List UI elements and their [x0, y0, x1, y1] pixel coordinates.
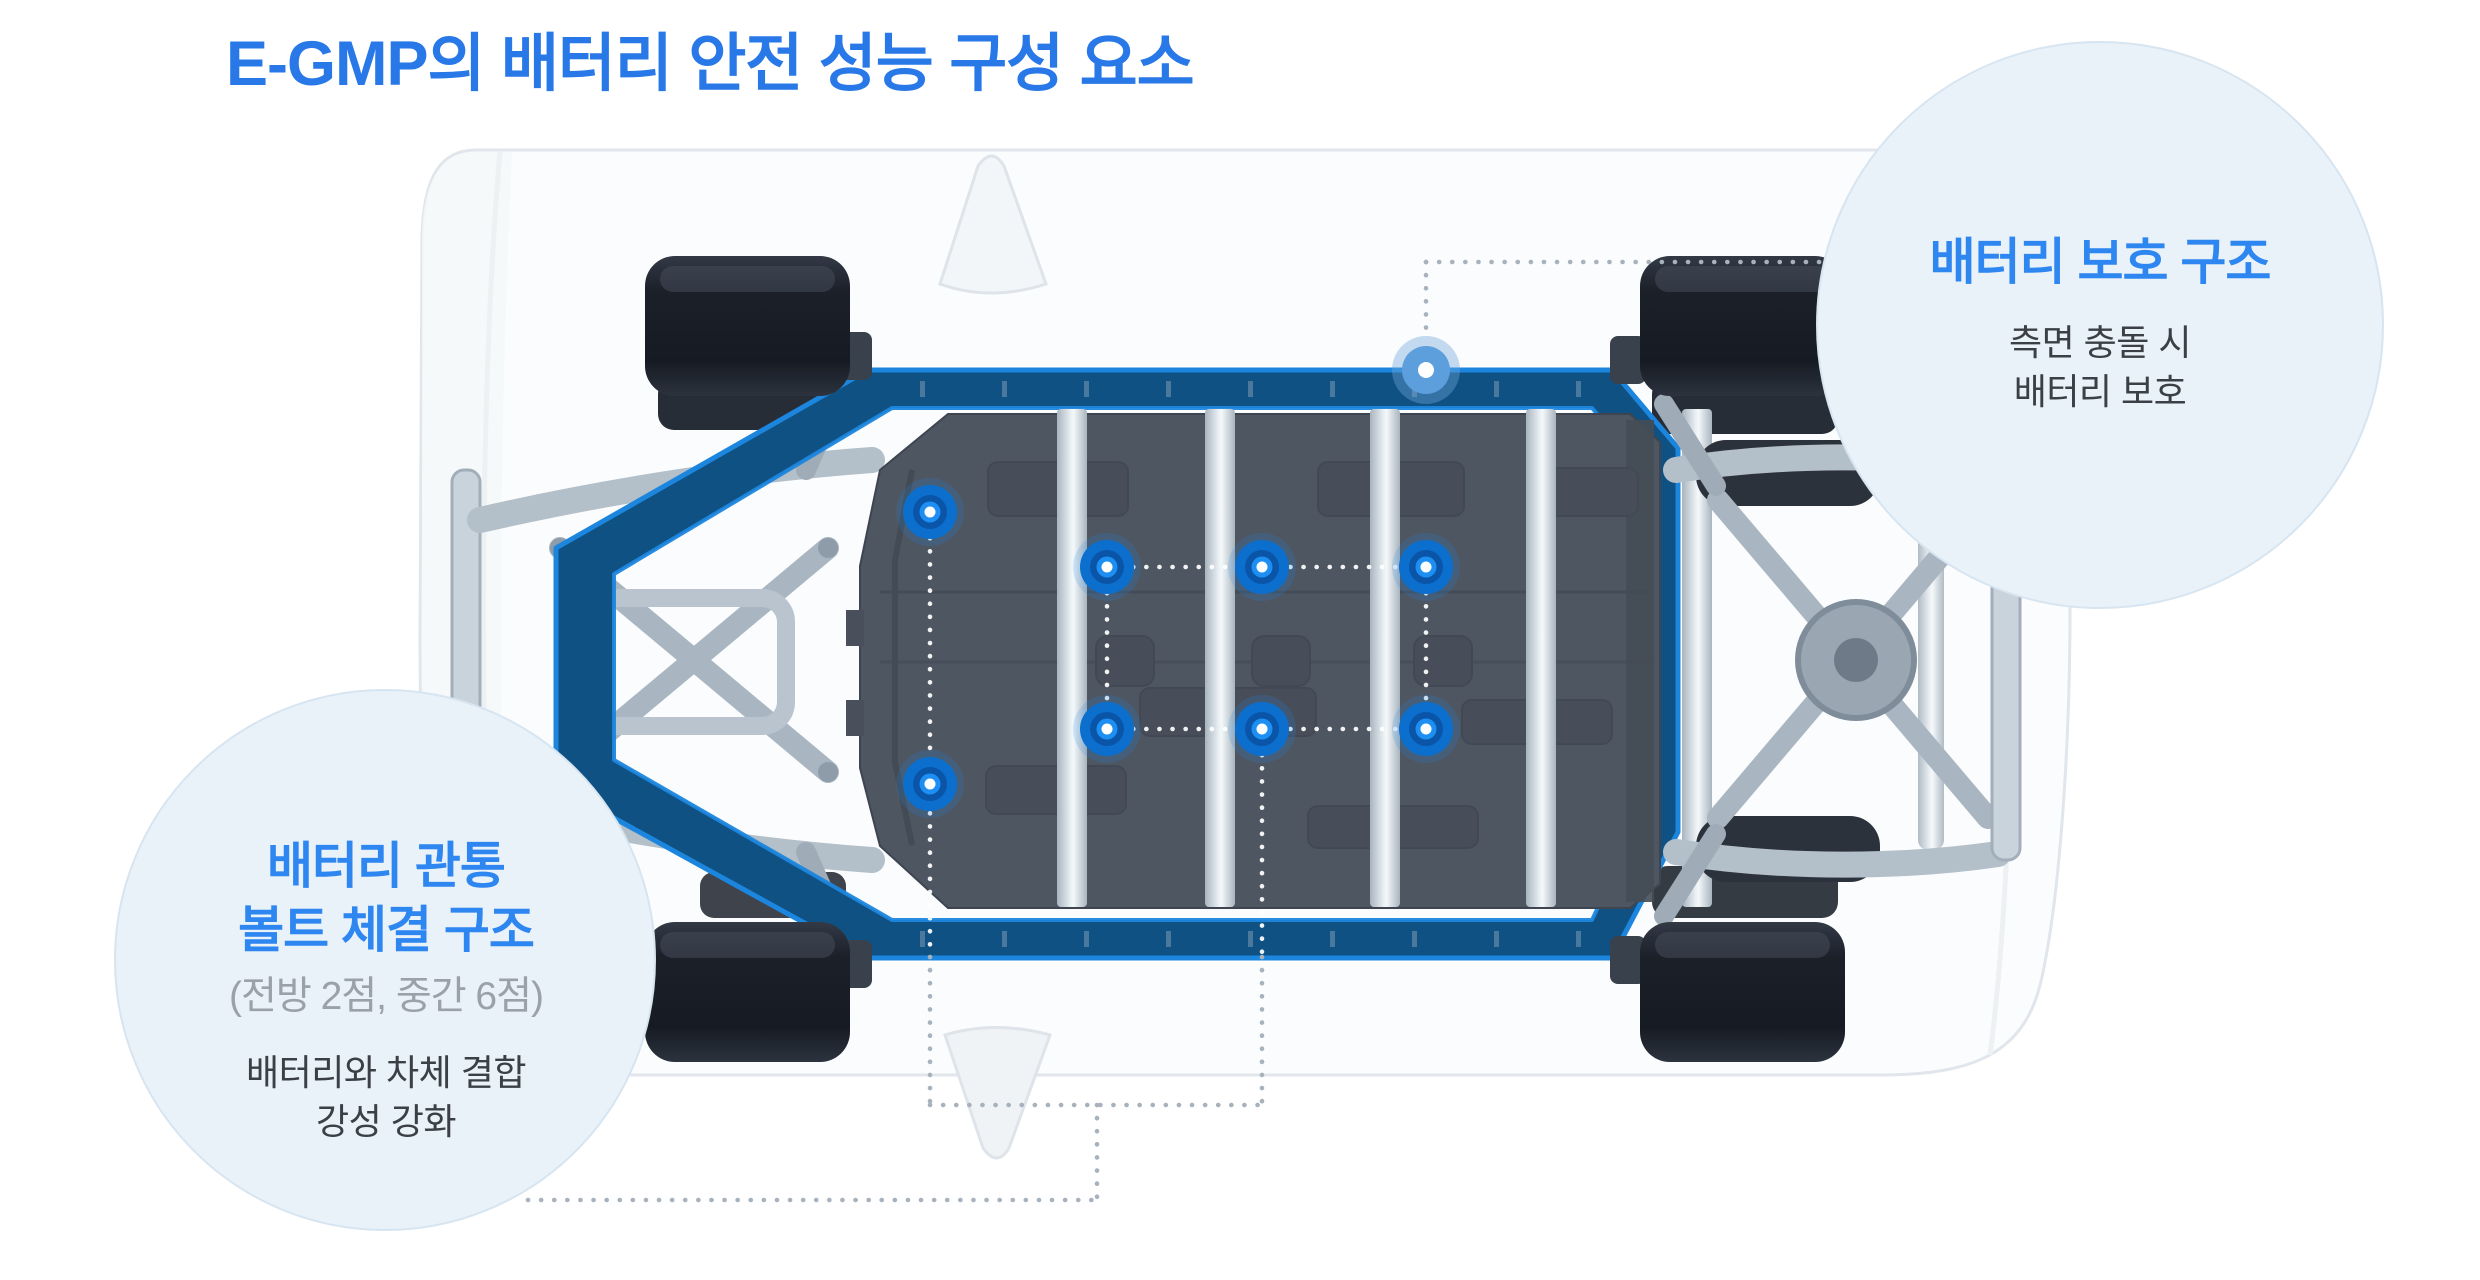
bolt-point-icon [1073, 533, 1141, 601]
bolt-point-icon [1073, 695, 1141, 763]
callout-battery-protection: 배터리 보호 구조 측면 충돌 시 배터리 보호 [1929, 230, 2272, 416]
side-mirror-top [938, 154, 1048, 295]
callout-description: 측면 충돌 시 배터리 보호 [1930, 318, 2271, 416]
callout-bolt-fastening: 배터리 관통 볼트 체결 구조 (전방 2점, 중간 6점) 배터리와 차체 결… [229, 834, 544, 1146]
battery-crossmembers [1057, 409, 1712, 907]
callout-line: 배터리 보호 [2013, 371, 2187, 412]
bolt-point-icon [1392, 695, 1460, 763]
bolt-point-icon [1228, 695, 1296, 763]
page-title: E-GMP의 배터리 안전 성능 구성 요소 [226, 29, 1195, 99]
tire-front-bottom [645, 922, 850, 1062]
callout-bubble-right [1816, 41, 2384, 609]
tire-front-top [645, 256, 850, 396]
tire-rear-top [1640, 256, 1845, 396]
callout-note: (전방 2점, 중간 6점) [229, 975, 544, 1018]
callout-description: 배터리와 차체 결합 강성 강화 [229, 1048, 543, 1146]
tires [645, 256, 1845, 1062]
callout-title: 배터리 보호 구조 [1929, 234, 2272, 290]
callout-line: 측면 충돌 시 [2008, 322, 2192, 363]
rail-bolt-point-icon [1392, 336, 1460, 404]
side-mirror-bottom [943, 1026, 1052, 1160]
dotted-lines-to-callouts [525, 259, 1827, 1203]
callout-title: 배터리 관통 [267, 838, 506, 894]
callout-bubble-left [114, 689, 656, 1231]
callout-line: 강성 강화 [316, 1101, 456, 1142]
callout-title: 볼트 체결 구조 [238, 902, 535, 958]
callout-line: 배터리와 차체 결합 [246, 1052, 526, 1093]
bolt-point-icon [896, 750, 964, 818]
bolt-point-icon [896, 478, 964, 546]
bolt-point-icon [1392, 533, 1460, 601]
tire-rear-bottom [1640, 922, 1845, 1062]
battery-pack [846, 409, 1712, 909]
frame-rivets [920, 381, 1581, 947]
bolt-point-icon [1228, 533, 1296, 601]
